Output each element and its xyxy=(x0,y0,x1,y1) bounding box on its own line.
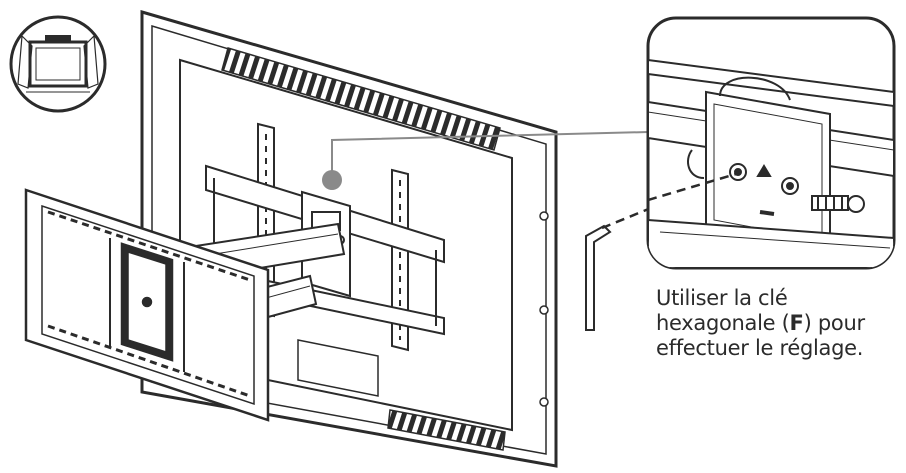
tv-mount-frame xyxy=(24,188,270,422)
caption-line-3: effectuer le réglage. xyxy=(656,336,864,360)
vertical-rail-right xyxy=(391,168,409,352)
callout-leader xyxy=(331,131,649,180)
caption-line-2-end: ) pour xyxy=(803,311,866,335)
caption-line-2-start: hexagonale ( xyxy=(656,311,790,335)
caption-line-2: hexagonale (F) pour xyxy=(656,311,902,336)
instruction-caption: Utiliser la clé hexagonale (F) pour effe… xyxy=(656,286,902,361)
hex-key-icon xyxy=(585,224,612,331)
detail-view xyxy=(646,16,896,270)
caption-key-letter: F xyxy=(789,311,804,335)
caption-line-1: Utiliser la clé xyxy=(656,286,788,310)
tv-tilt-icon xyxy=(9,15,107,113)
